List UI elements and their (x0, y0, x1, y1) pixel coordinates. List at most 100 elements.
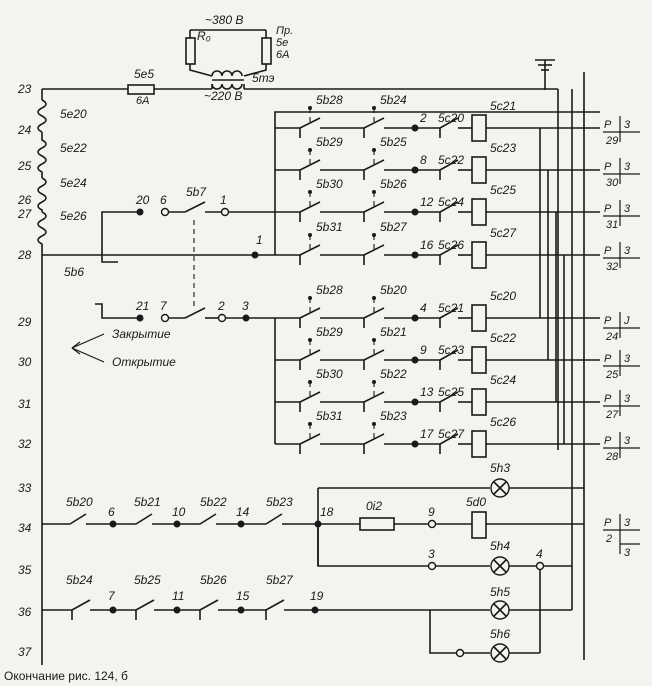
node-3: 3 (242, 299, 249, 313)
row-number: 24 (17, 123, 32, 137)
row-number: 31 (18, 397, 31, 411)
r36-node-7: 7 (108, 589, 116, 603)
fuse-5e5-label: 5е5 (134, 67, 154, 81)
node-20: 20 (135, 193, 150, 207)
ref-p: P (604, 119, 612, 131)
lamp-h5-label: 5h5 (490, 585, 510, 599)
ref-p: P (604, 393, 612, 405)
coil-label: 5с23 (490, 141, 516, 155)
lamp-section: 5h3 5b20 5b21 5b22 5b23 6 10 14 18 0i2 (42, 461, 584, 663)
chain-label-3: 5е24 (60, 176, 87, 190)
supply-section: ~380 В ~220 В R₀ Пр. 5е 6А 5тэ 5е5 6А (127, 13, 555, 107)
node-label: 2 (419, 111, 427, 125)
r34-node-9: 9 (428, 505, 435, 519)
pr-label: Пр. (276, 25, 293, 37)
relay-coil (471, 198, 487, 226)
node-2: 2 (217, 299, 225, 313)
switch-a-label: 5b31 (316, 409, 343, 423)
lamp-h4-label: 5h4 (490, 539, 510, 553)
lamp-h3-label: 5h3 (490, 461, 510, 475)
switch-5b7-label: 5b7 (186, 185, 207, 199)
relay-coil (471, 388, 487, 416)
switch-5b6-label: 5b6 (64, 265, 84, 279)
contact-label: 5с27 (438, 427, 465, 441)
chain-label-4: 5е26 (60, 209, 87, 223)
ref-d: 24 (605, 331, 618, 343)
ref-p: P (604, 315, 612, 327)
resistor-0i2 (359, 517, 395, 531)
switch-b-label: 5b20 (380, 283, 407, 297)
lamp-node-4: 4 (536, 547, 543, 561)
relay-coil (471, 346, 487, 374)
contact-label: 5с21 (438, 301, 464, 315)
switch-b-label: 5b22 (380, 367, 407, 381)
ref-d: 25 (605, 369, 619, 381)
contact-label: 5с20 (438, 111, 464, 125)
r36-switch-1: 5b24 (66, 573, 93, 587)
coil-label: 5с26 (490, 415, 516, 429)
switch-a-label: 5b28 (316, 283, 343, 297)
coil-label: 5с24 (490, 373, 516, 387)
contact-label: 5с25 (438, 385, 464, 399)
ref-p: P (604, 245, 612, 257)
coil-label: 5с27 (490, 226, 517, 240)
node-label: 8 (420, 153, 427, 167)
row-number: 37 (18, 645, 33, 659)
chain-label-2: 5е22 (60, 141, 87, 155)
ref-n: 3 (624, 119, 631, 131)
ref-d: 30 (606, 177, 619, 189)
left-resistor-chain: 5е20 5е22 5е24 5е26 (37, 89, 87, 665)
r36-switch-2: 5b25 (134, 573, 161, 587)
node-label: 17 (420, 427, 435, 441)
ref-n: 3 (624, 393, 631, 405)
r0-resistor (185, 37, 196, 65)
r36-switch-4: 5b27 (266, 573, 294, 587)
switch-a-label: 5b30 (316, 177, 343, 191)
chain-label-1: 5е20 (60, 107, 87, 121)
r0-label: R₀ (197, 29, 211, 43)
coil-label: 5с22 (490, 331, 516, 345)
coil-5d0 (471, 511, 487, 539)
r36-node-15: 15 (236, 589, 250, 603)
node-21: 21 (135, 299, 149, 313)
row-number: 32 (18, 437, 32, 451)
r34-switch-2: 5b21 (134, 495, 161, 509)
transformer-label: 5тэ (252, 71, 275, 85)
coil-label: 5с21 (490, 99, 516, 113)
node-label: 4 (420, 301, 427, 315)
row-number: 26 (17, 193, 32, 207)
row-number: 30 (18, 355, 32, 369)
switch-b-label: 5b23 (380, 409, 407, 423)
fuse-rating-label: 6А (136, 95, 149, 107)
ref-d: 2 (605, 533, 612, 545)
ref-n: 3 (624, 245, 631, 257)
ref-n: J (623, 315, 630, 327)
switch-b-label: 5b25 (380, 135, 407, 149)
ref-n: 3 (624, 161, 631, 173)
r34-switch-1: 5b20 (66, 495, 93, 509)
ref-d: 28 (605, 451, 619, 463)
relay-coil (471, 114, 487, 142)
switch-b-label: 5b21 (380, 325, 407, 339)
r34-node-18: 18 (320, 505, 334, 519)
direction-close: Закрытие (112, 327, 171, 341)
voltage-220-label: ~220 В (204, 89, 242, 103)
contact-label: 5с23 (438, 343, 464, 357)
r34-node-14: 14 (236, 505, 250, 519)
ref-n: 3 (624, 203, 631, 215)
r36-switch-3: 5b26 (200, 573, 227, 587)
row-number: 23 (17, 82, 32, 96)
node-label: 9 (420, 343, 427, 357)
ref-p: P (604, 353, 612, 365)
contact-label: 5с22 (438, 153, 464, 167)
